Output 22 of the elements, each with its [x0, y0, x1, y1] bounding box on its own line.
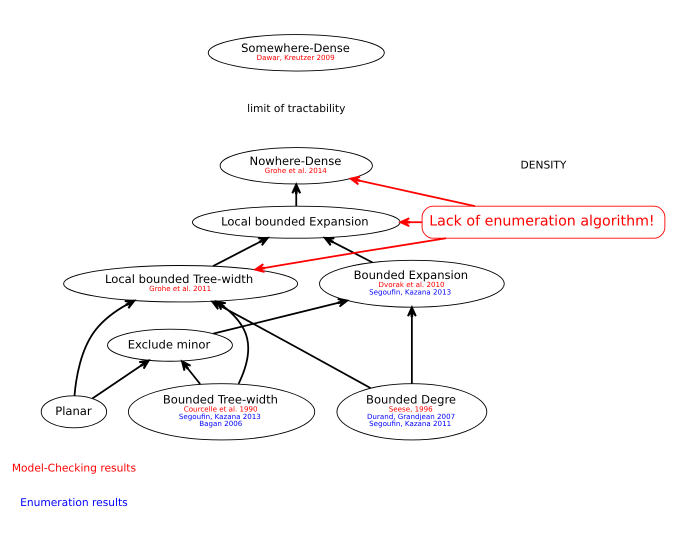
node-ellipse: Somewhere-Dense Dawar, Kreutzer 2009 [208, 34, 385, 71]
node-ellipse: Bounded Degre Seese, 1996 Durand, Grandjean 2007 Segoufin, Kazana 2011 [336, 382, 488, 440]
label: DENSITY [520, 158, 566, 172]
node-ellipse: Local bounded Tree-width Grohe et al. 2011 [63, 264, 298, 302]
arrow [92, 358, 150, 399]
arrow [212, 236, 269, 266]
arrow [350, 175, 476, 207]
node-box: Lack of enumeration algorithm! [422, 205, 666, 238]
label: limit of tractability [247, 102, 346, 115]
arrow [406, 306, 417, 383]
arrow [324, 236, 373, 263]
arrow [254, 236, 446, 272]
arrow [74, 299, 136, 396]
node-ellipse: Local bounded Expansion [192, 205, 400, 238]
legend-label: Model-Checking results [12, 460, 136, 474]
arrow [181, 360, 201, 384]
arrow [399, 216, 422, 227]
arrow [291, 182, 302, 206]
node-ellipse: Bounded Tree-width Courcelle et al. 1990 Segoufin, Kazana 2013 Bagan 2006 [128, 382, 316, 440]
node-ellipse: Exclude minor [107, 328, 233, 362]
legend-label: Enumeration results [20, 495, 128, 508]
node-ellipse: Planar [40, 394, 108, 428]
